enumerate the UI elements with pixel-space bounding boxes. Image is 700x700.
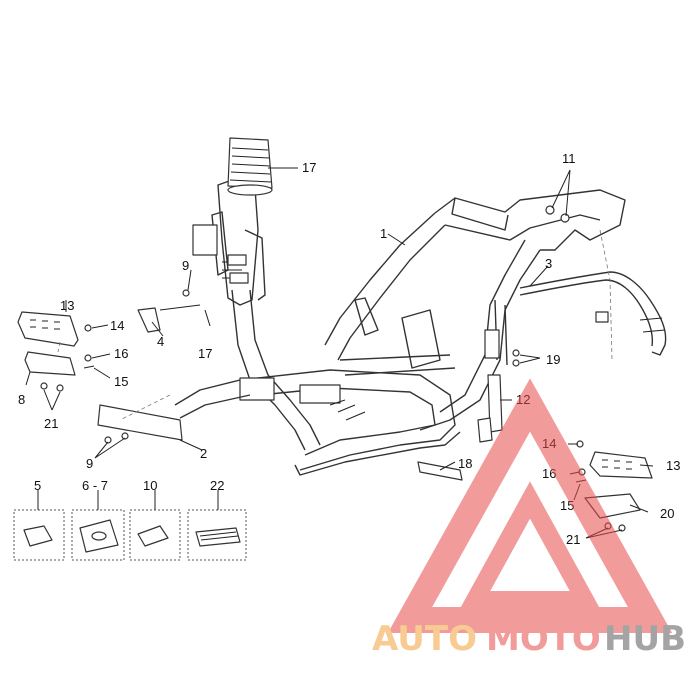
- callout-3: 3: [545, 256, 552, 271]
- watermark-moto: MOTO: [486, 619, 601, 659]
- part-2-plate: [97, 404, 183, 441]
- main-frame: [174, 189, 626, 476]
- part-3-rear-loop: [519, 271, 667, 356]
- callout-9-top: 9: [182, 258, 189, 273]
- watermark-triangle-outer: [387, 378, 673, 633]
- inset-box-6-7: [71, 509, 125, 561]
- callout-2: 2: [200, 446, 207, 461]
- callout-17-top: 17: [302, 160, 316, 175]
- part-11-fasteners: [545, 205, 570, 223]
- part-12-bracket: [477, 374, 503, 443]
- watermark-logo: AUTO MOTO HUB: [372, 378, 686, 659]
- part-18-pad: [417, 461, 463, 481]
- callout-9-bottom: 9: [86, 456, 93, 471]
- callout-1: 1: [380, 226, 387, 241]
- watermark-triangle-inner: [459, 481, 601, 609]
- callout-17-lower: 17: [198, 346, 212, 361]
- callout-13-right: 13: [666, 458, 680, 473]
- callout-18: 18: [458, 456, 472, 471]
- watermark-auto: AUTO: [372, 619, 477, 659]
- front-steering-section: [192, 179, 266, 306]
- callout-16-left: 16: [114, 346, 128, 361]
- part-8-left-bracket: [24, 351, 76, 376]
- inset-box-22: [187, 509, 247, 561]
- callout-21-left: 21: [44, 416, 58, 431]
- callout-15-left: 15: [114, 374, 128, 389]
- inset-box-5: [13, 509, 65, 561]
- part-17-boot: [227, 137, 273, 196]
- callout-5: 5: [34, 478, 41, 493]
- callout-19: 19: [546, 352, 560, 367]
- callout-20: 20: [660, 506, 674, 521]
- inset-box-10: [129, 509, 181, 561]
- part-13-right-footrest: [589, 451, 653, 479]
- callout-10: 10: [143, 478, 157, 493]
- watermark-hub: HUB: [604, 619, 686, 659]
- phantom-lines: [57, 229, 613, 421]
- part-4-bracket: [137, 304, 201, 333]
- part-13-left-footrest: [17, 311, 79, 347]
- callout-22: 22: [210, 478, 224, 493]
- callout-4: 4: [157, 334, 164, 349]
- callout-6-7: 6 - 7: [82, 478, 108, 493]
- callout-11: 11: [562, 151, 576, 166]
- callout-8: 8: [18, 392, 25, 407]
- callout-21-right: 21: [566, 532, 580, 547]
- callout-13-left: 13: [60, 298, 74, 313]
- callout-14-left: 14: [110, 318, 124, 333]
